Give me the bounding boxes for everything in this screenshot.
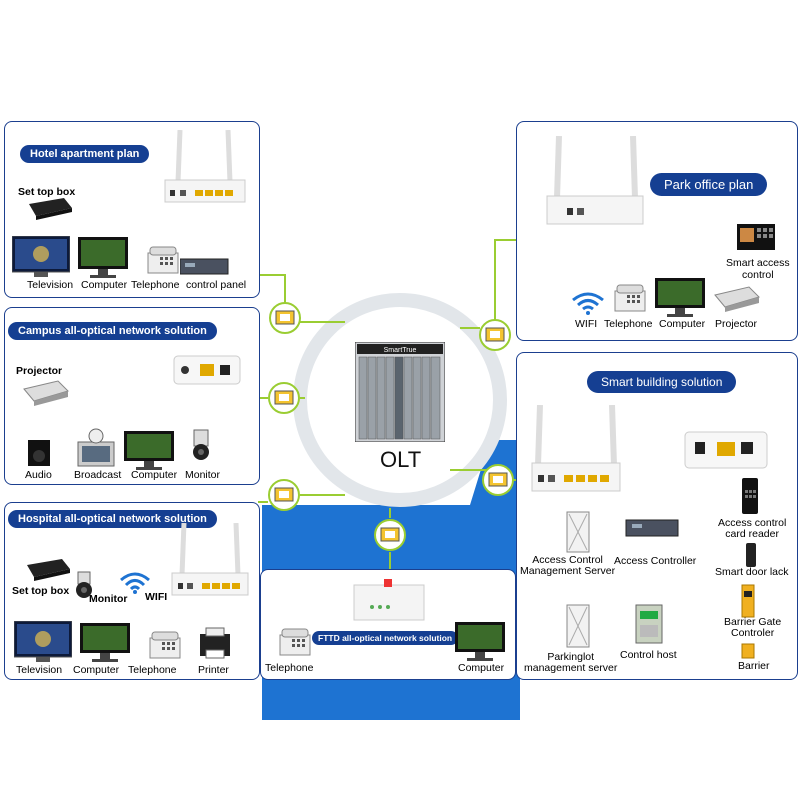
fiber-lines bbox=[258, 239, 520, 570]
router-icon bbox=[164, 130, 246, 203]
door-lock-icon bbox=[746, 543, 756, 567]
park-title: Park office plan bbox=[650, 173, 768, 196]
computer-icon bbox=[455, 622, 505, 661]
ftth-computer-label: Computer bbox=[458, 662, 505, 674]
park-access-control-line: Smart access bbox=[726, 257, 790, 269]
onu-icon bbox=[173, 355, 241, 385]
audio-icon bbox=[28, 440, 50, 466]
server-icon bbox=[566, 511, 590, 553]
hotel-title: Hotel apartment plan bbox=[20, 145, 150, 163]
door-lock-label: Smart door lack bbox=[715, 566, 789, 578]
hospital-title: Hospital all-optical network solution bbox=[8, 510, 217, 528]
computer-icon bbox=[78, 237, 128, 278]
card-reader-icon bbox=[742, 478, 758, 514]
card-reader-line: card reader bbox=[725, 528, 779, 540]
telephone-icon bbox=[279, 628, 311, 656]
barrier-controller-icon bbox=[741, 584, 755, 618]
hospital-device-label: Computer bbox=[73, 664, 120, 676]
projector-icon bbox=[23, 380, 69, 406]
hotel-device-label: control panel bbox=[186, 279, 247, 291]
hospital-monitor-label: Monitor bbox=[89, 593, 128, 605]
telephone-icon bbox=[614, 284, 646, 312]
access-controller-icon bbox=[625, 519, 679, 537]
access-server-label: Access Control Management Server bbox=[520, 555, 615, 577]
monitor-camera-icon bbox=[193, 429, 209, 460]
barrier-controller-line: Barrier Gate bbox=[724, 616, 782, 628]
control-panel-icon bbox=[180, 258, 229, 275]
park-device-label: Projector bbox=[715, 318, 758, 330]
server-icon bbox=[566, 604, 590, 648]
park-device-label: Computer bbox=[659, 318, 706, 330]
computer-icon bbox=[80, 623, 130, 662]
access-server-line: Access Control bbox=[532, 554, 603, 566]
control-host-label: Control host bbox=[620, 649, 677, 661]
campus-device-label: Monitor bbox=[185, 469, 221, 481]
hotel-device-label: Computer bbox=[81, 279, 128, 291]
campus-projector-label: Projector bbox=[16, 365, 63, 377]
campus-device-label: Computer bbox=[131, 469, 178, 481]
park-access-control-line: control bbox=[742, 269, 774, 281]
broadcast-icon bbox=[77, 428, 115, 467]
router-icon bbox=[546, 136, 644, 225]
computer-icon bbox=[124, 431, 174, 470]
parking-server-line: Parkinglot bbox=[547, 651, 595, 663]
telephone-icon bbox=[149, 631, 181, 659]
hotel-device-label: Television bbox=[27, 279, 74, 291]
card-reader-line: Access control bbox=[718, 517, 787, 529]
campus-device-label: Broadcast bbox=[74, 469, 122, 481]
hospital-device-label: Television bbox=[16, 664, 63, 676]
telephone-icon bbox=[147, 246, 179, 274]
olt-brand: SmartTrue bbox=[384, 347, 417, 354]
ftth-telephone-label: Telephone bbox=[265, 662, 314, 674]
barrier-icon bbox=[741, 643, 755, 659]
router-icon bbox=[531, 405, 621, 492]
park-device-label: Telephone bbox=[604, 318, 653, 330]
barrier-controller-label: Barrier Gate Controler bbox=[724, 617, 781, 639]
campus-title: Campus all-optical network solution bbox=[8, 322, 217, 340]
ftth-title: FTTD all-optical network solution bbox=[312, 631, 459, 645]
projector-icon bbox=[714, 286, 760, 312]
router-icon bbox=[171, 523, 249, 596]
card-reader-label: Access control card reader bbox=[718, 518, 786, 540]
park-access-control-label: Smart access control bbox=[726, 257, 790, 281]
control-host-icon bbox=[635, 604, 663, 644]
access-server-line: Management Server bbox=[520, 565, 616, 577]
printer-icon bbox=[200, 627, 230, 659]
set-top-box-icon bbox=[29, 198, 72, 220]
olt-chassis: SmartTrue bbox=[355, 342, 445, 442]
smart-building-title: Smart building solution bbox=[587, 371, 737, 393]
hospital-wifi-label: WIFI bbox=[145, 591, 168, 603]
campus-device-label: Audio bbox=[25, 469, 52, 481]
onu-icon bbox=[684, 431, 768, 469]
wifi-icon bbox=[120, 572, 150, 594]
barrier-label: Barrier bbox=[738, 660, 770, 672]
hospital-device-label: Printer bbox=[198, 664, 229, 676]
monitor-camera-icon bbox=[76, 571, 92, 598]
computer-icon bbox=[655, 278, 705, 317]
access-controller-label: Access Controller bbox=[614, 555, 697, 567]
television-icon bbox=[14, 621, 72, 662]
hospital-set-top-box-label: Set top box bbox=[12, 585, 70, 597]
television-icon bbox=[12, 236, 70, 277]
park-device-label: WIFI bbox=[575, 318, 598, 330]
hospital-device-label: Telephone bbox=[128, 664, 177, 676]
wifi-icon bbox=[572, 292, 604, 315]
hotel-device-label: Telephone bbox=[131, 279, 180, 291]
onu-icon bbox=[353, 579, 425, 621]
parking-server-line: management server bbox=[524, 662, 618, 674]
set-top-box-icon bbox=[27, 559, 70, 581]
parking-server-label: Parkinglot management server bbox=[524, 652, 617, 674]
hotel-set-top-box-label: Set top box bbox=[18, 186, 76, 198]
barrier-controller-line: Controler bbox=[731, 627, 775, 639]
olt-label: OLT bbox=[380, 447, 422, 472]
access-control-icon bbox=[737, 224, 775, 250]
